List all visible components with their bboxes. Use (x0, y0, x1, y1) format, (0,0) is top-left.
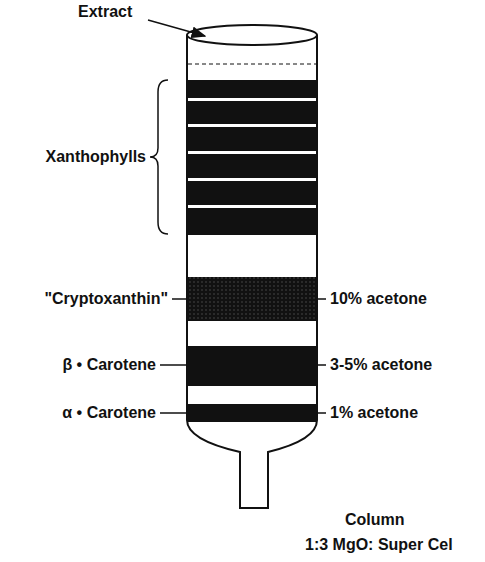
band-label: α • Carotene (62, 404, 156, 422)
material-label: 1:3 MgO: Super Cel (305, 536, 453, 554)
eluent-label: 10% acetone (330, 290, 427, 308)
eluent-label: 1% acetone (330, 404, 418, 422)
callout-label: Extract (78, 3, 132, 21)
band-group-label: Xanthophylls (46, 148, 146, 166)
eluent-label: 3-5% acetone (330, 356, 432, 374)
part-label: Column (345, 511, 405, 529)
band-label: β • Carotene (62, 356, 156, 374)
band-label: "Cryptoxanthin" (44, 290, 168, 308)
